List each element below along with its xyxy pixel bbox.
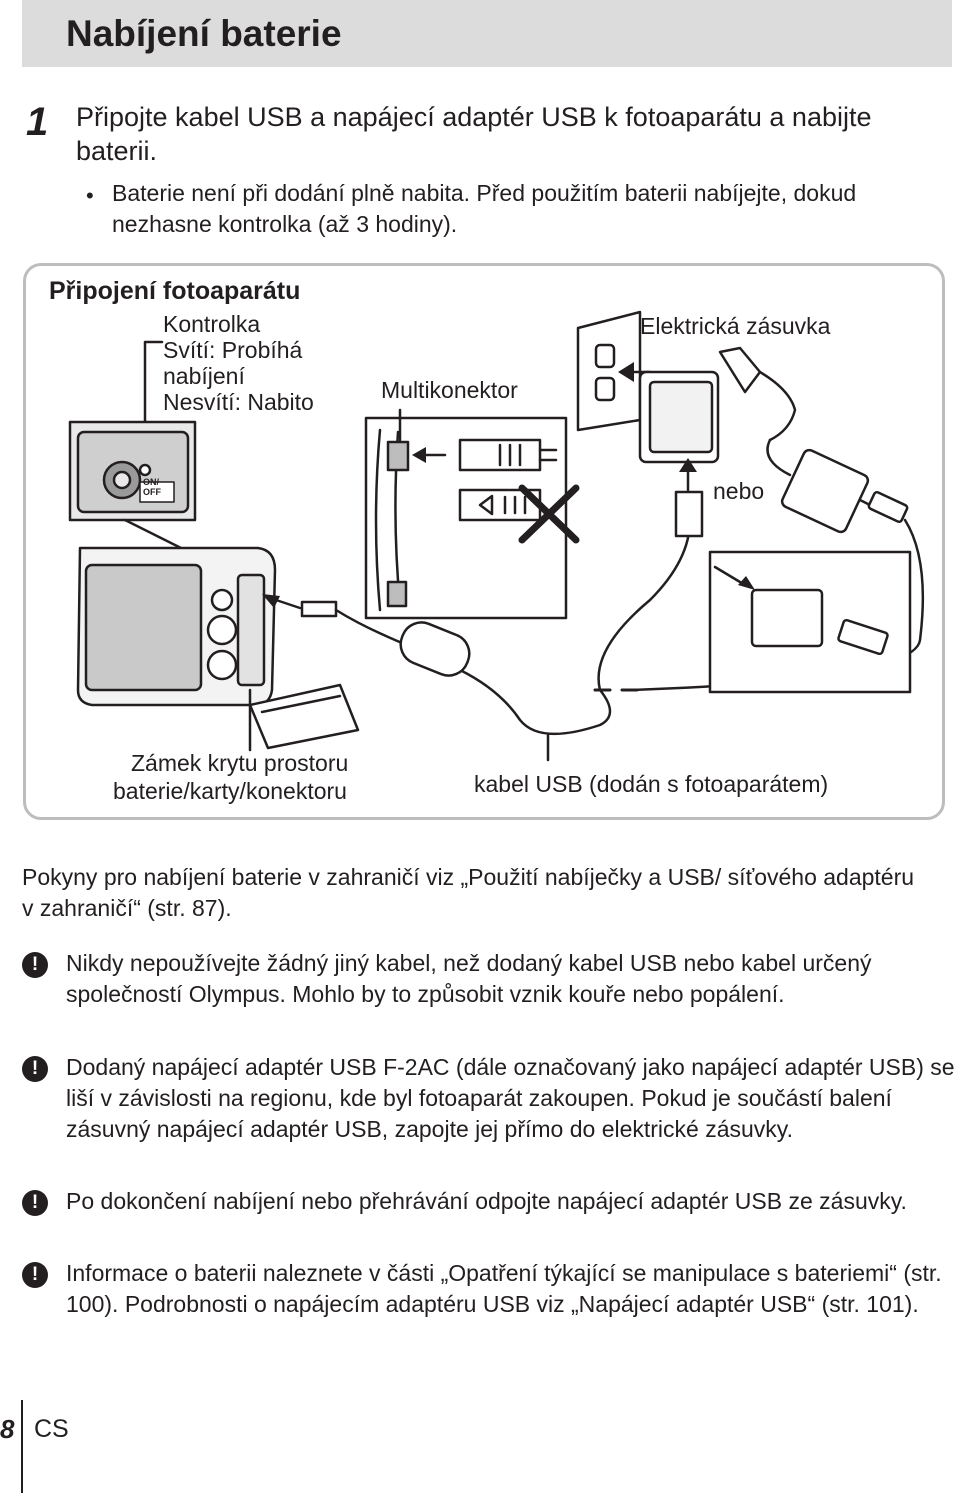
cable-usb-adapter (780, 448, 870, 534)
diagram-title: Připojení fotoaparátu (49, 277, 301, 305)
outlet-label: Elektrická zásuvka (640, 313, 831, 339)
page-title: Nabíjení baterie (66, 13, 342, 54)
usb-a-connector (674, 490, 704, 538)
on-off-button-label: ON/ OFF (143, 477, 161, 497)
connection-diagram-frame (23, 263, 945, 820)
language-code: CS (34, 1415, 69, 1443)
step-instruction: Připojte kabel USB a napájecí adaptér US… (76, 102, 872, 166)
indicator-off-label: Nesvítí: Nabito (163, 389, 314, 415)
bullet-dot: • (86, 183, 94, 208)
multiconnector-label: Multikonektor (381, 377, 518, 403)
warning-text: Po dokončení nabíjení nebo přehrávání od… (66, 1188, 907, 1214)
indicator-on-label: Svítí: Probíhá (163, 337, 303, 363)
usb-cable-label: kabel USB (dodán s fotoaparátem) (474, 771, 829, 797)
step-bullet: Baterie není při dodání plně nabita. Pře… (112, 180, 857, 237)
connection-diagram (68, 310, 925, 762)
step-number: 1 (26, 100, 49, 144)
not-allowed-x-icon (518, 484, 580, 544)
or-label: nebo (713, 478, 765, 504)
power-plug (718, 346, 762, 394)
indicator-label: Kontrolka (163, 311, 261, 337)
exclamation-icon: ! (22, 1056, 48, 1082)
abroad-charging-note: Pokyny pro nabíjení baterie v zahraničí … (22, 864, 915, 921)
indicator-on-label-cont: nabíjení (163, 363, 245, 389)
page-number: 8 (0, 1414, 15, 1444)
footer-rule (21, 1400, 23, 1493)
cover-lock-label-cont: baterie/karty/konektoru (113, 778, 347, 804)
warning-text: Dodaný napájecí adaptér USB F-2AC (dále … (66, 1054, 955, 1142)
camera-screen (84, 563, 203, 692)
exclamation-icon: ! (22, 1262, 48, 1288)
battery-cover-door (248, 683, 360, 750)
exclamation-icon: ! (22, 1190, 48, 1216)
ferrite-core (399, 621, 471, 677)
warning-text: Nikdy nepoužívejte žádný jiný kabel, než… (66, 950, 872, 1007)
exclamation-icon: ! (22, 952, 48, 978)
indicator-lamp (138, 463, 152, 477)
cover-lock-label: Zámek krytu prostoru (131, 750, 349, 776)
title-bar: Nabíjení baterie (22, 0, 952, 67)
warning-text: Informace o baterii naleznete v části „O… (66, 1260, 942, 1317)
